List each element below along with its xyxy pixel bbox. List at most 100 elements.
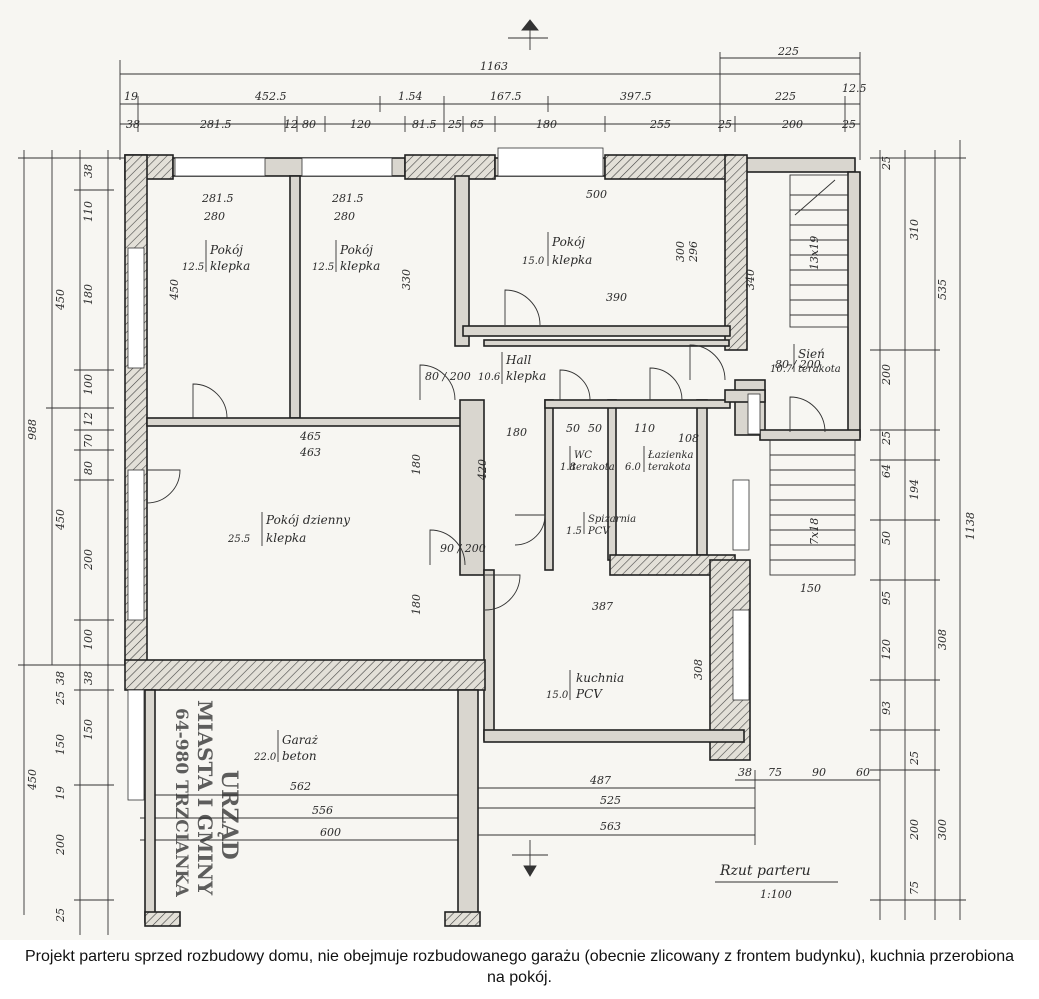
top-dimension-lines <box>119 52 861 160</box>
dim-top-2-5: 225 <box>774 90 796 103</box>
dim-left-i3: 100 <box>82 374 95 395</box>
room-floor: beton <box>282 749 317 763</box>
door-living <box>429 529 466 566</box>
room-name: kuchnia <box>576 671 624 685</box>
room-area: 10.7 <box>770 364 793 375</box>
dim-p3-h: 300 <box>674 241 687 262</box>
office-stamp: URZĄD MIASTA I GMINY 64-980 TRZCIANKA <box>171 700 242 898</box>
window-top-3 <box>497 147 604 177</box>
room-label-lazienka: Łazienka terakota 6.0 <box>625 446 694 473</box>
right-dimension-lines <box>870 140 966 920</box>
dim-wc-w2: 50 <box>588 422 602 435</box>
dim-bath-w: 110 <box>634 422 655 435</box>
plan-scale: 1:100 <box>760 888 792 901</box>
dim-left-i0: 38 <box>82 164 95 178</box>
room-label-pokoj-2: Pokój klepka 12.5 <box>312 240 380 273</box>
dim-p2-w: 281.5 <box>331 192 364 205</box>
dim-bottom-4: 525 <box>600 794 621 807</box>
room-name: Pokój <box>339 243 373 257</box>
dim-right-c2-2: 194 <box>908 479 921 500</box>
bottom-dimension-lines <box>140 770 880 850</box>
dim-left-i2: 180 <box>82 284 95 305</box>
dim-left-i9b: 38 <box>54 671 67 685</box>
room-name: Sień <box>798 347 825 361</box>
dim-top-3-9: 255 <box>649 118 671 131</box>
dim-right-c3-0: 25 <box>880 156 893 171</box>
bottom-dimension-labels: 562 556 600 487 525 563 38 75 90 60 <box>290 766 870 839</box>
dim-bottom-5: 563 <box>600 820 621 833</box>
dim-bottom-2: 600 <box>320 826 341 839</box>
dim-left-i10: 25 <box>54 691 67 706</box>
dim-p2-h: 330 <box>400 269 413 290</box>
dim-top-3-6: 25 <box>447 118 462 131</box>
room-label-pokoj-1: Pokój klepka 12.5 <box>182 240 250 273</box>
dim-bottom-7: 75 <box>768 766 782 779</box>
dim-bottom-8: 90 <box>812 766 826 779</box>
dim-right-c3-4: 95 <box>880 591 893 605</box>
dim-right-c3-2: 64 <box>880 464 893 478</box>
dim-wc-w: 50 <box>566 422 580 435</box>
room-label-sien: Sień terakota 10.7 <box>770 344 841 375</box>
dim-left-i6: 80 <box>82 461 95 475</box>
dim-right-overall: 1138 <box>964 512 977 540</box>
dim-top-3-10: 25 <box>717 118 732 131</box>
dim-left-i5: 70 <box>82 434 95 448</box>
stairs-lower <box>769 439 856 576</box>
stair-lower-label: 7x18 <box>808 518 821 545</box>
window-left-garage <box>127 689 145 801</box>
dim-bottom-6: 38 <box>738 766 752 779</box>
left-dimension-lines <box>18 150 130 935</box>
left-dimension-labels: 988 450 450 450 38 110 180 100 12 70 80 … <box>26 164 95 923</box>
dim-right-c1-1: 308 <box>936 629 949 650</box>
right-dimension-labels: 1138 535 308 300 310 200 194 120 200 25 … <box>880 156 977 895</box>
dim-door-sien: 80 / 200 <box>775 358 821 371</box>
door-lazienka <box>649 367 683 401</box>
section-marker-bottom <box>512 840 548 877</box>
dim-living-w: 465 <box>299 430 321 443</box>
dim-top-3-12: 25 <box>841 118 856 131</box>
dim-left-i7: 200 <box>82 549 95 571</box>
window-right-3 <box>747 393 761 435</box>
dim-top-3-11: 200 <box>781 118 803 131</box>
room-floor: terakota <box>648 462 691 473</box>
room-label-wc: WC terakota 1.8 <box>560 446 615 473</box>
dim-door-hall: 80 / 200 <box>425 370 471 383</box>
dim-right-c2-4: 200 <box>908 819 921 841</box>
dim-p3-w2: 390 <box>606 291 627 304</box>
dim-left-i1: 110 <box>82 201 95 222</box>
room-name: Garaż <box>282 733 319 747</box>
dim-overall-top: 1163 <box>480 60 508 73</box>
stamp-line-3: 64-980 TRZCIANKA <box>171 708 191 898</box>
room-floor: terakota <box>572 462 615 473</box>
dim-top-3-3: 80 <box>302 118 316 131</box>
dim-bottom-3: 487 <box>589 774 611 787</box>
room-area: 22.0 <box>253 752 277 763</box>
dim-left-i11b: 150 <box>82 719 95 740</box>
window-top-1 <box>174 157 266 177</box>
image-caption: Projekt parteru sprzed rozbudowy domu, n… <box>25 948 1014 986</box>
section-marker-top <box>508 19 548 50</box>
dim-left-garage: 450 <box>26 769 39 791</box>
dim-p3-w: 500 <box>586 188 607 201</box>
dim-top-3-5: 81.5 <box>412 118 437 131</box>
dim-top-2-4: 397.5 <box>620 90 652 103</box>
dim-top-3-1: 281.5 <box>199 118 232 131</box>
window-left-1 <box>127 247 145 369</box>
dim-left-outer-0: 450 <box>54 289 67 311</box>
room-name: Pokój <box>551 235 585 249</box>
door-pokoj-3 <box>504 289 541 326</box>
room-name: Spiżarnia <box>588 514 636 525</box>
dim-left-i13: 200 <box>54 834 67 856</box>
room-area: 1.8 <box>560 462 576 473</box>
dim-right-c2-0: 310 <box>908 219 921 240</box>
dim-top-2-0: 19 <box>124 90 138 103</box>
stamp-line-1: URZĄD <box>216 770 242 860</box>
stairs-upper <box>789 174 849 328</box>
room-area: 10.6 <box>478 372 501 383</box>
door-pokoj-1 <box>192 383 228 419</box>
dim-right-c3-3: 50 <box>880 531 893 545</box>
dim-kitchen-w: 387 <box>592 600 613 613</box>
dim-left-i12: 19 <box>54 786 67 800</box>
door-hall-left <box>419 364 456 401</box>
dim-left-i11: 150 <box>54 734 67 755</box>
